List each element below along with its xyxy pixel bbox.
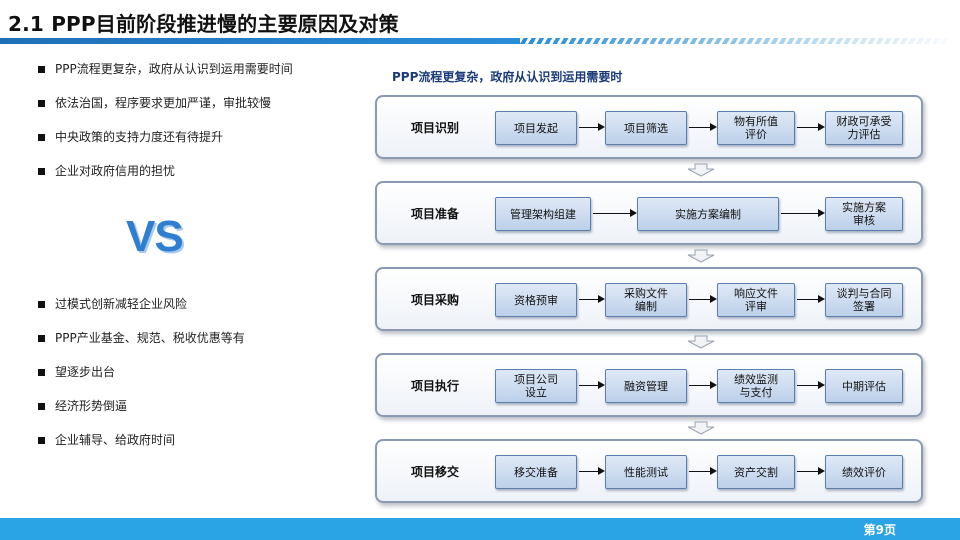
flow-step: 管理架构组建 xyxy=(495,197,591,231)
list-item: 企业对政府信用的担忧 xyxy=(38,164,368,179)
title-underline-bar xyxy=(0,38,960,44)
stage-label: 项目采购 xyxy=(410,292,459,307)
right-arrow-icon xyxy=(781,209,825,217)
stage-row-transfer: 项目移交 移交准备 性能测试 资产交割 绩效评价 xyxy=(375,439,923,503)
bullet-square-icon xyxy=(38,134,45,141)
flow-step: 谈判与合同 签署 xyxy=(825,283,903,317)
flow-step: 资产交割 xyxy=(717,455,795,489)
list-item: PPP流程更复杂，政府从认识到运用需要时间 xyxy=(38,62,368,77)
flow-caption: PPP流程更复杂，政府从认识到运用需要时 xyxy=(392,70,623,84)
countermeasure-text: 过模式创新减轻企业风险 xyxy=(55,297,188,311)
reason-text: 依法治国，程序要求更加严谨，审批较慢 xyxy=(55,96,272,110)
reasons-list: PPP流程更复杂，政府从认识到运用需要时间 依法治国，程序要求更加严谨，审批较慢… xyxy=(38,62,368,198)
right-arrow-icon xyxy=(797,467,825,475)
countermeasure-text: 经济形势倒逼 xyxy=(55,399,128,413)
ppp-process-flow: 项目识别 项目发起 项目筛选 物有所值 评价 财政可承受 力评估 项目准备 管理… xyxy=(375,95,923,505)
right-arrow-icon xyxy=(579,467,605,475)
page-number: 第9页 xyxy=(863,523,896,537)
stage-label: 项目识别 xyxy=(410,120,459,135)
right-arrow-icon xyxy=(689,381,717,389)
flow-step: 项目发起 xyxy=(495,111,577,145)
flow-step: 融资管理 xyxy=(605,369,687,403)
list-item: 中央政策的支持力度还有待提升 xyxy=(38,130,368,145)
bullet-square-icon xyxy=(38,335,45,342)
bullet-square-icon xyxy=(38,437,45,444)
right-arrow-icon xyxy=(689,295,717,303)
flow-step: 实施方案 审核 xyxy=(825,197,903,231)
list-item: 望逐步出台 xyxy=(38,365,368,380)
down-arrow-icon xyxy=(687,249,715,263)
right-arrow-icon xyxy=(797,295,825,303)
right-arrow-icon xyxy=(797,381,825,389)
reason-text: 企业对政府信用的担忧 xyxy=(55,164,176,178)
right-arrow-icon xyxy=(797,123,825,131)
flow-step: 性能测试 xyxy=(605,455,687,489)
flow-step: 物有所值 评价 xyxy=(717,111,795,145)
flow-step: 中期评估 xyxy=(825,369,903,403)
down-arrow-icon xyxy=(687,335,715,349)
countermeasure-text: 望逐步出台 xyxy=(55,365,116,379)
list-item: 经济形势倒逼 xyxy=(38,399,368,414)
flow-step: 财政可承受 力评估 xyxy=(825,111,903,145)
reason-text: PPP流程更复杂，政府从认识到运用需要时间 xyxy=(55,62,293,76)
flow-step: 项目筛选 xyxy=(605,111,687,145)
right-arrow-icon xyxy=(579,295,605,303)
right-arrow-icon xyxy=(579,381,605,389)
bullet-square-icon xyxy=(38,403,45,410)
right-arrow-icon xyxy=(579,123,605,131)
countermeasures-list: 过模式创新减轻企业风险 PPP产业基金、规范、税收优惠等有 望逐步出台 经济形势… xyxy=(38,297,368,467)
footer-bar: 第9页 xyxy=(0,518,960,540)
list-item: 企业辅导、给政府时间 xyxy=(38,433,368,448)
list-item: PPP产业基金、规范、税收优惠等有 xyxy=(38,331,368,346)
flow-step: 项目公司 设立 xyxy=(495,369,577,403)
bullet-square-icon xyxy=(38,100,45,107)
flow-step: 响应文件 评审 xyxy=(717,283,795,317)
down-arrow-icon xyxy=(687,163,715,177)
stage-row-preparation: 项目准备 管理架构组建 实施方案编制 实施方案 审核 xyxy=(375,181,923,245)
right-arrow-icon xyxy=(689,467,717,475)
flow-step: 实施方案编制 xyxy=(637,197,779,231)
countermeasure-text: PPP产业基金、规范、税收优惠等有 xyxy=(55,331,245,345)
flow-step: 采购文件 编制 xyxy=(605,283,687,317)
bullet-square-icon xyxy=(38,168,45,175)
bullet-square-icon xyxy=(38,369,45,376)
flow-step: 绩效监测 与支付 xyxy=(717,369,795,403)
reason-text: 中央政策的支持力度还有待提升 xyxy=(55,130,224,144)
bullet-square-icon xyxy=(38,66,45,73)
stage-row-execution: 项目执行 项目公司 设立 融资管理 绩效监测 与支付 中期评估 xyxy=(375,353,923,417)
slide-title: 2.1 PPP目前阶段推进慢的主要原因及对策 xyxy=(8,12,399,36)
vs-label: VS xyxy=(126,212,184,261)
stage-label: 项目移交 xyxy=(410,464,459,479)
down-arrow-icon xyxy=(687,421,715,435)
stage-row-identification: 项目识别 项目发起 项目筛选 物有所值 评价 财政可承受 力评估 xyxy=(375,95,923,159)
bullet-square-icon xyxy=(38,301,45,308)
right-arrow-icon xyxy=(689,123,717,131)
stage-label: 项目执行 xyxy=(410,378,459,393)
right-arrow-icon xyxy=(593,209,637,217)
flow-step: 移交准备 xyxy=(495,455,577,489)
stage-row-procurement: 项目采购 资格预审 采购文件 编制 响应文件 评审 谈判与合同 签署 xyxy=(375,267,923,331)
list-item: 依法治国，程序要求更加严谨，审批较慢 xyxy=(38,96,368,111)
flow-step: 资格预审 xyxy=(495,283,577,317)
list-item: 过模式创新减轻企业风险 xyxy=(38,297,368,312)
countermeasure-text: 企业辅导、给政府时间 xyxy=(55,433,176,447)
flow-step: 绩效评价 xyxy=(825,455,903,489)
stage-label: 项目准备 xyxy=(410,206,459,221)
